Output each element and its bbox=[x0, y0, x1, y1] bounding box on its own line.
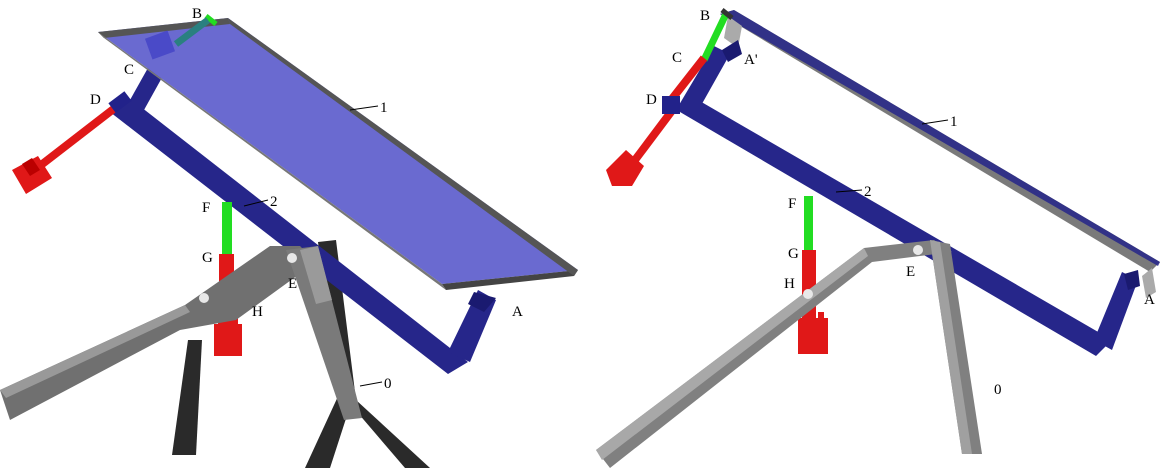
right-label-part-0: 0 bbox=[994, 382, 1002, 398]
left-label-part-1: 1 bbox=[380, 100, 388, 116]
right-label-A-prime: A' bbox=[744, 52, 758, 68]
left-panel-1 bbox=[98, 18, 578, 290]
left-label-B: B bbox=[192, 6, 202, 22]
left-label-A: A bbox=[512, 304, 523, 320]
left-label-D: D bbox=[90, 92, 101, 108]
left-label-part-0: 0 bbox=[384, 376, 392, 392]
right-panel-1 bbox=[720, 10, 1160, 298]
right-label-E: E bbox=[906, 264, 915, 280]
right-label-D: D bbox=[646, 92, 657, 108]
left-label-F: F bbox=[202, 200, 210, 216]
left-actuator-D bbox=[12, 91, 132, 194]
left-view: 1 2 0 A B C D E F G H bbox=[0, 6, 578, 468]
left-label-E: E bbox=[288, 276, 297, 292]
right-actuator-BCD bbox=[606, 8, 734, 186]
left-label-G: G bbox=[202, 250, 213, 266]
right-view: 1 2 0 A A' B C D E F G H bbox=[596, 8, 1160, 468]
left-bracket-BC bbox=[144, 14, 218, 60]
right-label-part-2: 2 bbox=[864, 184, 872, 200]
right-labels: 1 2 0 A A' B C D E F G H bbox=[646, 8, 1155, 398]
right-label-G: G bbox=[788, 246, 799, 262]
left-label-H: H bbox=[252, 304, 263, 320]
right-label-H: H bbox=[784, 276, 795, 292]
right-base-0 bbox=[596, 240, 982, 468]
right-actuator-FGH bbox=[798, 196, 828, 354]
right-label-F: F bbox=[788, 196, 796, 212]
left-label-C: C bbox=[124, 62, 134, 78]
left-labels: 1 2 0 A B C D E F G H bbox=[90, 6, 523, 392]
right-label-part-1: 1 bbox=[950, 114, 958, 130]
right-label-A: A bbox=[1144, 292, 1155, 308]
right-frame-2 bbox=[676, 40, 1140, 356]
left-label-part-2: 2 bbox=[270, 194, 278, 210]
right-label-B: B bbox=[700, 8, 710, 24]
right-label-C: C bbox=[672, 50, 682, 66]
left-base-0 bbox=[0, 246, 362, 420]
